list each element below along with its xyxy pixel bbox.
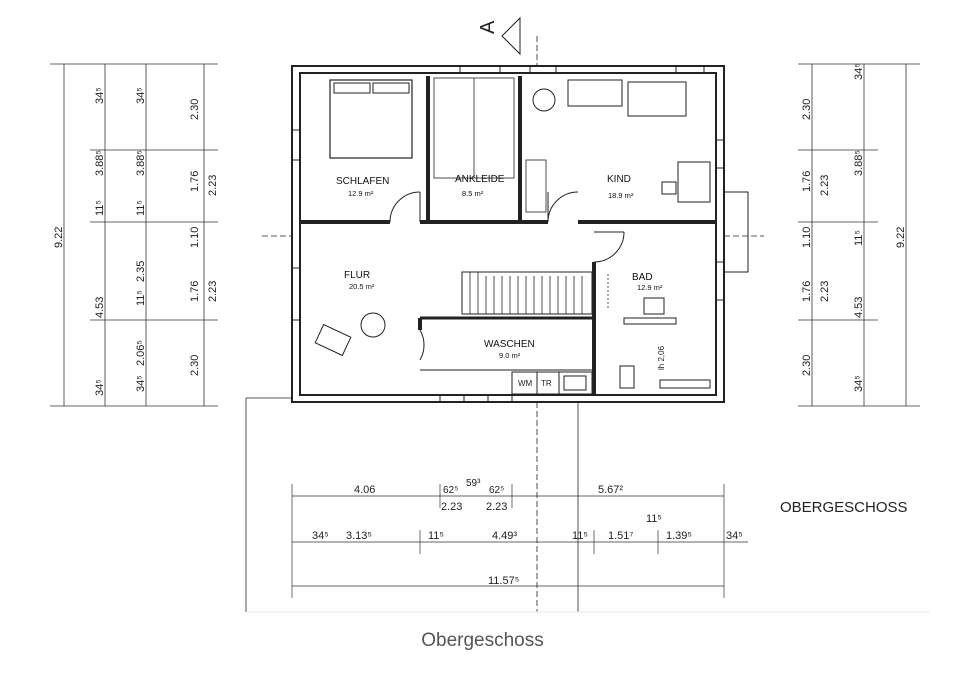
dim-right-inner-2: 1.76: [801, 171, 813, 192]
dim-right-inner-b1: 2.23: [819, 175, 831, 196]
dim-right-inner-3: 1.10: [801, 227, 813, 248]
dim-bottom-2g: 11⁵: [646, 513, 662, 525]
outer-wall-inner: [299, 72, 717, 396]
dim-bottom-2a: 34⁵: [312, 530, 329, 542]
dim-bottom-2c: 11⁵: [428, 530, 444, 542]
room-area-bad: 12.9 m²: [637, 283, 663, 292]
dim-left-mid-2: 3.88⁵: [94, 150, 106, 176]
dim-right-mid-4: 4.53: [853, 297, 865, 318]
dim-bottom-2d: 4.49³: [492, 530, 517, 542]
dim-left-mid-3: 11⁵: [94, 200, 106, 216]
room-name-bad: BAD: [632, 272, 653, 283]
fixture-tr: TR: [541, 379, 552, 388]
dim-right-mid-1: 34⁵: [853, 63, 865, 80]
dim-left-b-2: 3.88⁵: [135, 150, 147, 176]
dim-bottom-2b: 3.13⁵: [346, 530, 372, 542]
dim-bottom-total: 11.57⁵: [488, 575, 519, 587]
room-name-flur: FLUR: [344, 270, 370, 281]
dim-right-mid-3: 11⁵: [853, 230, 865, 246]
figure-caption: Obergeschoss: [421, 630, 544, 651]
dim-right-inner-b2: 2.23: [819, 281, 831, 302]
dim-left-inner-b2: 2.23: [207, 281, 219, 302]
dim-left-inner-4: 1.76: [189, 281, 201, 302]
dim-left-b-3: 11⁵: [135, 200, 147, 216]
dim-left-b-4b: 11⁵: [135, 290, 147, 306]
dim-left-inner-b1: 2.23: [207, 175, 219, 196]
dim-right-inner-5: 2.30: [801, 355, 813, 376]
dim-left-inner-2: 1.76: [189, 171, 201, 192]
dim-right-inner-1: 2.30: [801, 99, 813, 120]
fixture-wm: WM: [518, 379, 533, 388]
dim-bottom-1d: 62⁵: [489, 485, 504, 496]
dim-left-inner-5: 2.30: [189, 355, 201, 376]
dim-right-mid-2: 3.88⁵: [853, 150, 865, 176]
bad-note: lh 2,06: [657, 345, 666, 370]
room-name-schlafen: SCHLAFEN: [336, 176, 389, 187]
dim-bottom-2i: 34⁵: [726, 530, 743, 542]
dim-bottom-1b: 62⁵: [443, 485, 458, 496]
dim-left-inner-1: 2.30: [189, 99, 201, 120]
room-name-waschen: WASCHEN: [484, 339, 535, 350]
dim-bottom-1a: 4.06: [354, 484, 375, 496]
dim-left-total: 9.22: [53, 227, 65, 248]
dim-bottom-1f: 2.23: [441, 501, 462, 513]
room-area-ankleide: 8.5 m²: [462, 189, 484, 198]
room-name-kind: KIND: [607, 174, 631, 185]
dim-left-453: 4.53: [94, 297, 106, 318]
dim-bottom-2f: 1.51⁷: [608, 530, 633, 542]
dim-bottom-2h: 1.39⁵: [666, 530, 692, 542]
dim-left-b-5: 2.06⁵: [135, 340, 147, 366]
plan-title: OBERGESCHOSS: [780, 499, 908, 516]
room-area-flur: 20.5 m²: [349, 282, 375, 291]
dim-left-b-6: 34⁵: [135, 375, 147, 392]
dim-right-mid-5: 34⁵: [853, 375, 865, 392]
dim-left-mid-5: 34⁵: [94, 379, 106, 396]
dim-left-inner-3: 1.10: [189, 227, 201, 248]
dim-right-inner-4: 1.76: [801, 281, 813, 302]
dim-bottom-1g: 2.23: [486, 501, 507, 513]
dim-bottom-2e: 11⁵: [572, 530, 588, 542]
room-area-kind: 18.9 m²: [608, 191, 634, 200]
dim-bottom-1c: 59³: [466, 478, 481, 489]
dim-bottom-1e: 5.67²: [598, 484, 623, 496]
room-area-schlafen: 12.9 m²: [348, 189, 374, 198]
dim-left-b-4: 2.35: [135, 261, 147, 282]
section-marker: A: [477, 20, 499, 34]
room-name-ankleide: ANKLEIDE: [455, 174, 505, 185]
dim-left-mid-1: 34⁵: [94, 87, 106, 104]
dim-left-b-1: 34⁵: [135, 87, 147, 104]
room-area-waschen: 9.0 m²: [499, 351, 521, 360]
dim-right-total: 9.22: [895, 227, 907, 248]
